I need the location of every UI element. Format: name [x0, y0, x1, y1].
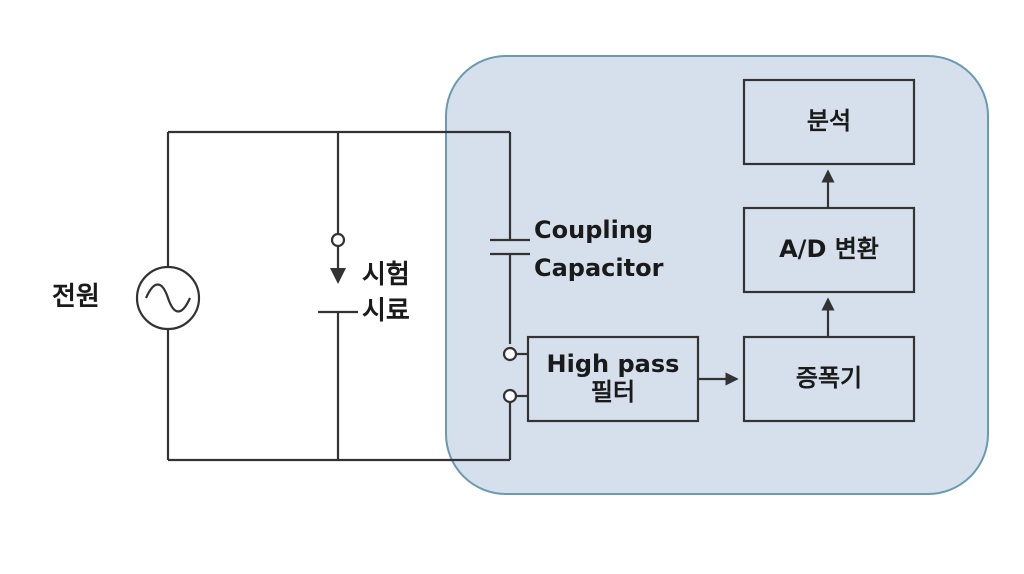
terminal-icon [502, 346, 518, 362]
capacitor-label-line2: Capacitor [534, 254, 664, 282]
highpass-filter-label: High pass 필터 [528, 337, 698, 421]
capacitor-icon [490, 238, 530, 256]
filter-terminals [502, 346, 518, 404]
measurement-panel [445, 55, 989, 495]
analysis-box [742, 78, 916, 166]
highpass-label-line2: 필터 [590, 378, 636, 406]
highpass-label-line1: High pass [546, 350, 680, 379]
amplifier-box [742, 335, 916, 423]
analysis-text: 분석 [806, 107, 852, 136]
circuit-wiring [166, 130, 835, 462]
adc-label: A/D 변환 [744, 208, 914, 292]
amplifier-label: 증폭기 [744, 337, 914, 421]
terminal-icon [502, 388, 518, 404]
sample-label-line2: 시료 [362, 296, 410, 326]
ac-source-icon [135, 265, 201, 331]
capacitor-label-line1: Coupling [534, 216, 654, 244]
sample-switch [318, 232, 358, 314]
sample-label-line1: 시험 [362, 260, 410, 290]
adc-box [742, 206, 916, 294]
arrow-icon [330, 268, 346, 284]
analysis-label: 분석 [744, 80, 914, 164]
adc-text: A/D 변환 [779, 235, 879, 264]
amplifier-text: 증폭기 [795, 364, 863, 393]
terminal-icon [330, 232, 346, 248]
power-source-label: 전원 [52, 282, 100, 312]
